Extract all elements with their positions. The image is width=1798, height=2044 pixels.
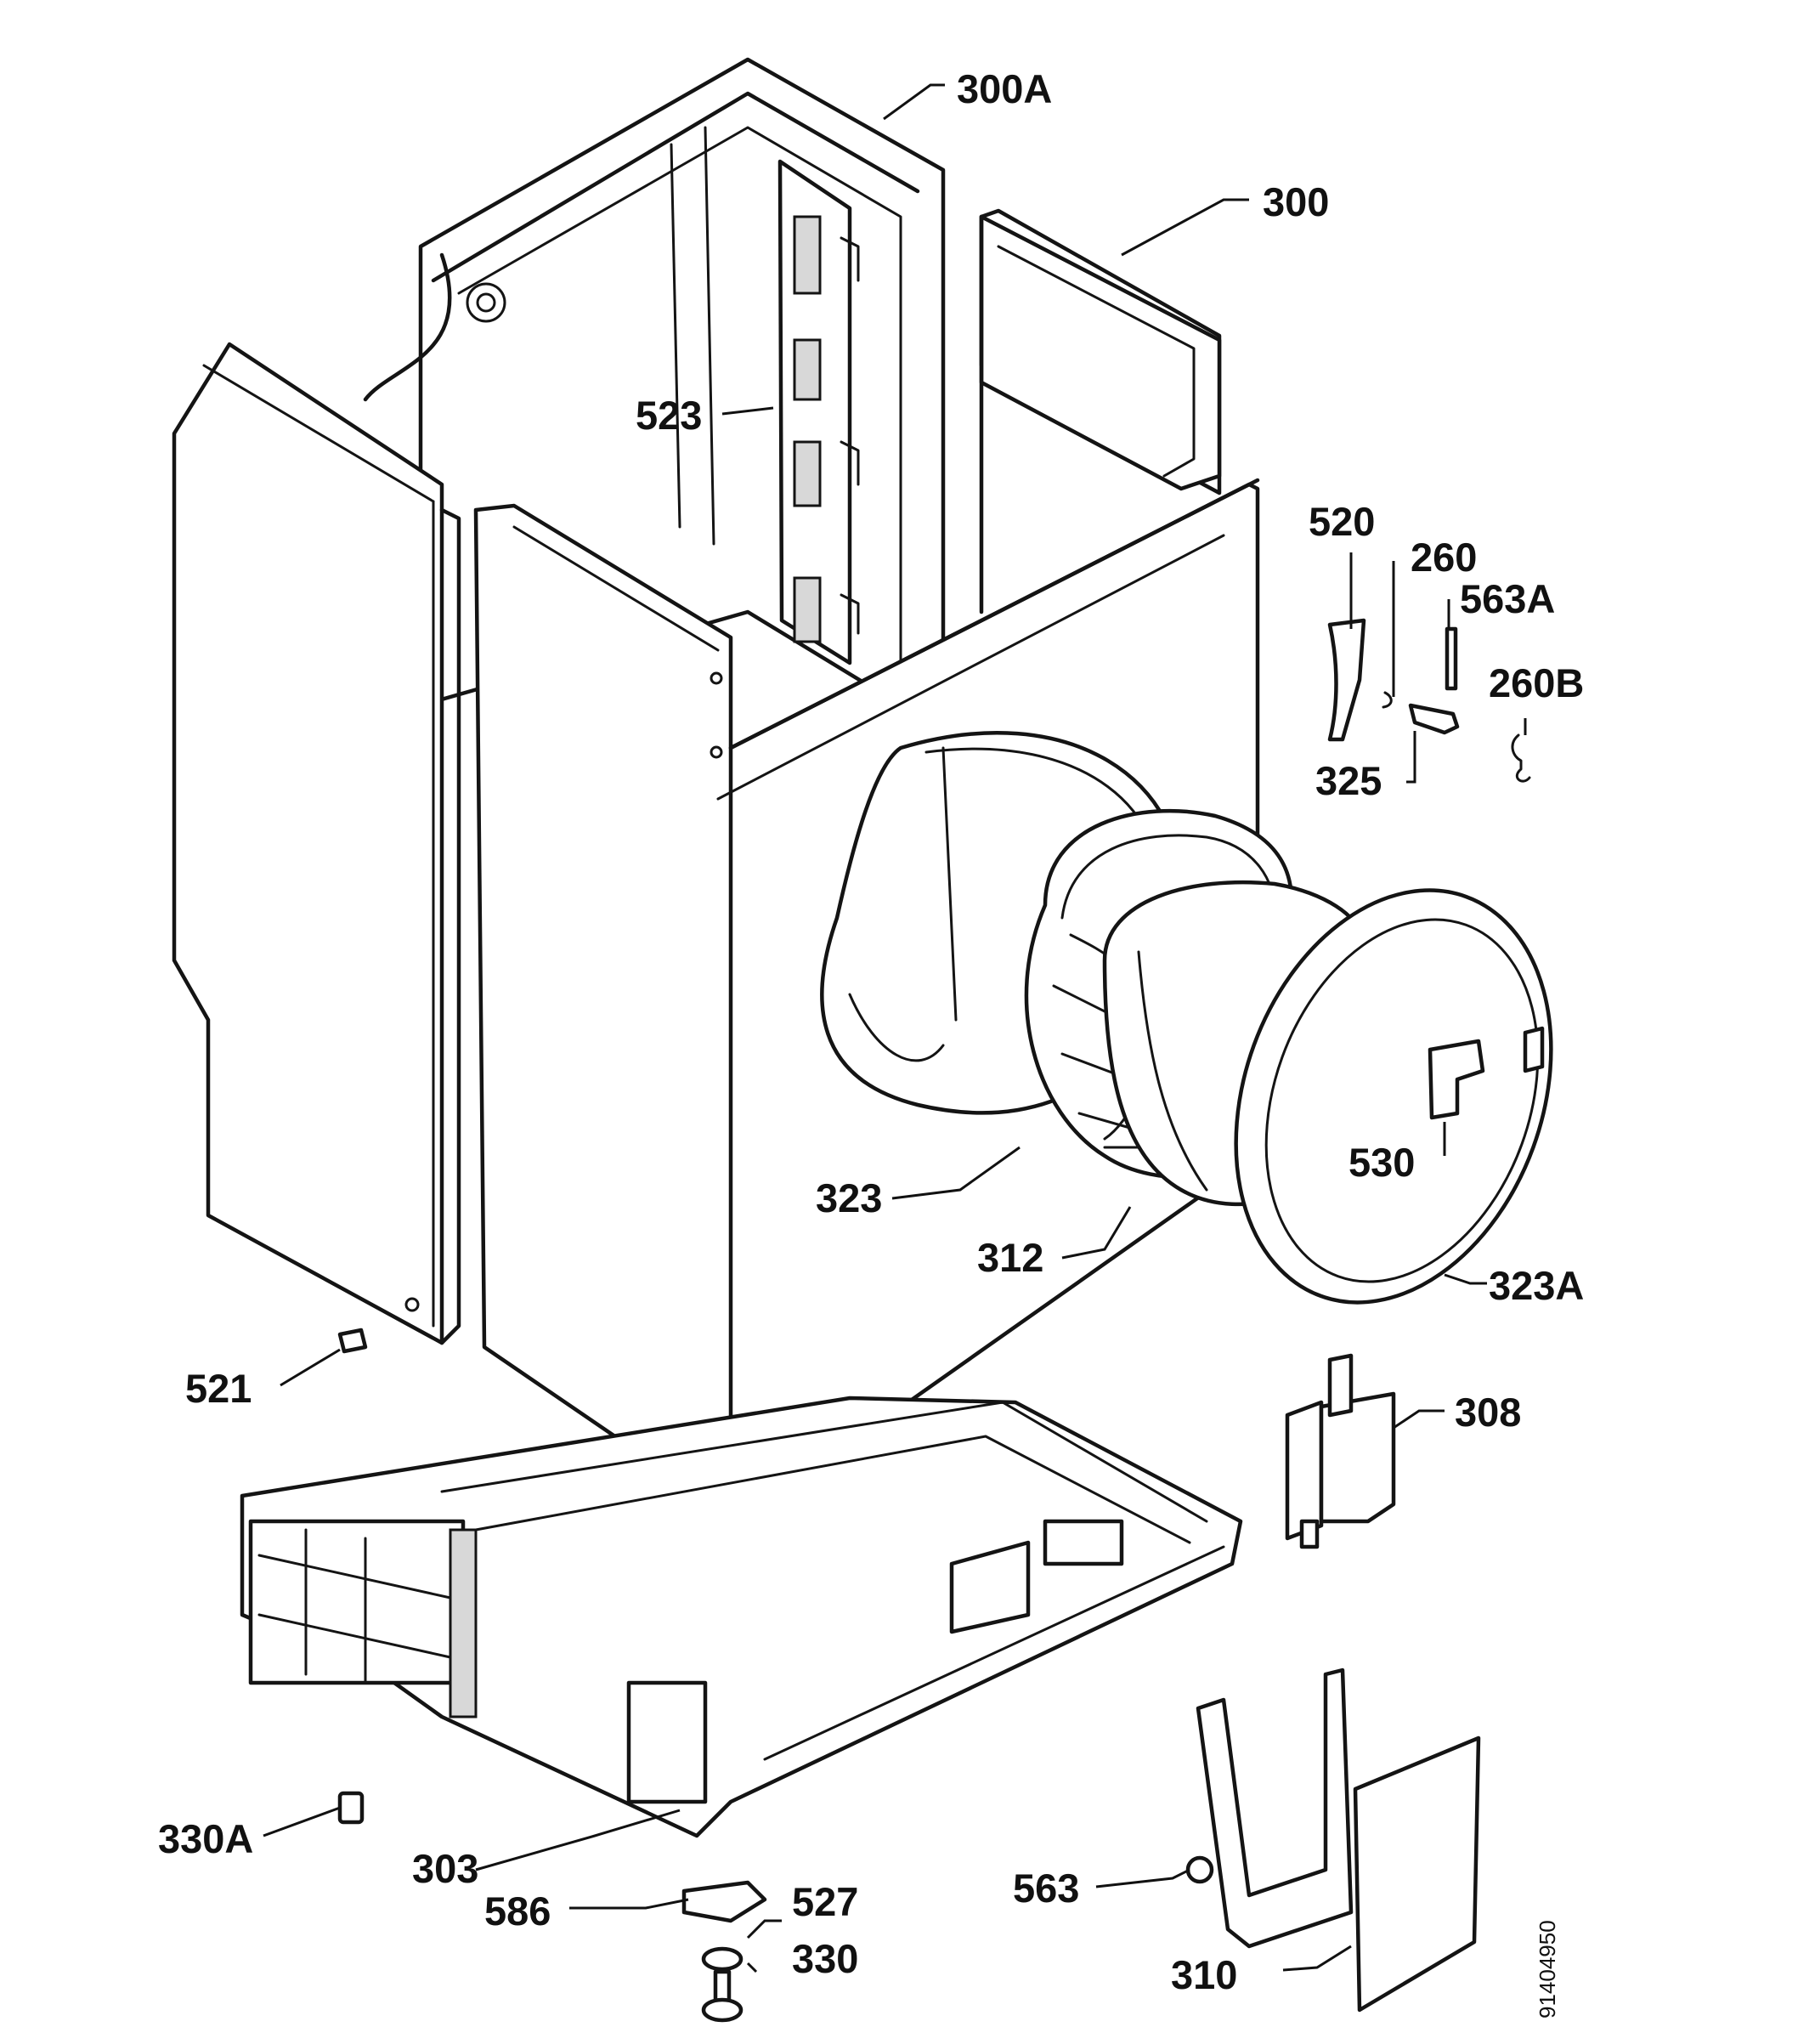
side-frame-300 bbox=[979, 208, 1222, 614]
label-300: 300 bbox=[1263, 179, 1329, 224]
door-323A bbox=[1234, 888, 1553, 1305]
label-586: 586 bbox=[484, 1888, 551, 1934]
bracket-563 bbox=[1185, 1667, 1354, 1949]
label-260B: 260B bbox=[1489, 660, 1584, 705]
label-330: 330 bbox=[792, 1936, 858, 1981]
label-527: 527 bbox=[792, 1879, 858, 1924]
label-300A: 300A bbox=[957, 66, 1052, 111]
spring-260B bbox=[1511, 733, 1531, 783]
panel-310 bbox=[1353, 1735, 1481, 2013]
label-521: 521 bbox=[185, 1366, 252, 1411]
pin-563A bbox=[1445, 626, 1458, 691]
label-325: 325 bbox=[1315, 758, 1382, 803]
label-323A: 323A bbox=[1489, 1263, 1584, 1308]
label-310: 310 bbox=[1171, 1952, 1237, 1997]
label-303: 303 bbox=[412, 1846, 478, 1891]
label-260: 260 bbox=[1411, 535, 1477, 580]
hinge-308 bbox=[1285, 1353, 1396, 1549]
foot-330 bbox=[701, 1969, 744, 2023]
label-520: 520 bbox=[1309, 499, 1375, 544]
left-side-panel bbox=[172, 342, 461, 1345]
label-330A: 330A bbox=[158, 1816, 253, 1861]
leader-lines bbox=[263, 83, 1527, 1973]
label-523: 523 bbox=[636, 393, 702, 438]
spring-260 bbox=[1382, 691, 1393, 709]
foot-586 bbox=[681, 1880, 767, 1923]
document-id: 91404950 bbox=[1535, 1920, 1560, 2019]
part-labels: 300A 300 523 520 260 563A 260B 325 530 3… bbox=[158, 66, 1584, 2019]
label-312: 312 bbox=[977, 1235, 1043, 1280]
base-frame-303 bbox=[240, 1396, 1243, 1838]
cap-330A bbox=[337, 1791, 365, 1825]
label-530: 530 bbox=[1348, 1140, 1415, 1185]
label-323: 323 bbox=[816, 1175, 882, 1220]
label-563A: 563A bbox=[1460, 576, 1555, 621]
label-308: 308 bbox=[1455, 1390, 1521, 1435]
door-hinge-520 bbox=[1327, 618, 1460, 742]
label-563: 563 bbox=[1013, 1866, 1079, 1911]
inner-bracket-523 bbox=[777, 159, 860, 665]
washer-527 bbox=[701, 1946, 744, 1972]
screw-521 bbox=[337, 1328, 368, 1354]
